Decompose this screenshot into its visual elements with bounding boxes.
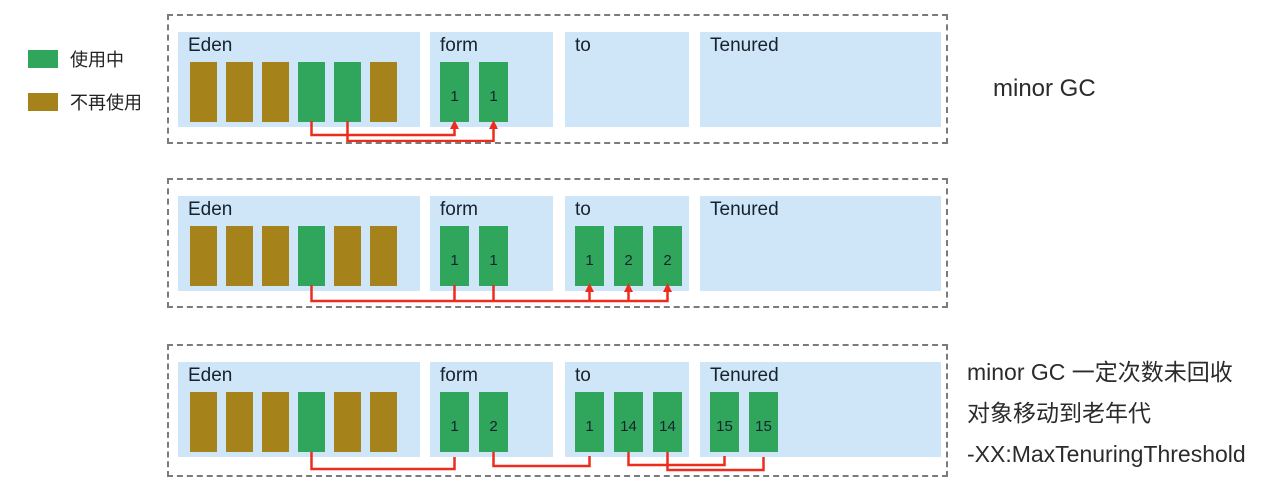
object-blocks (190, 226, 397, 286)
region-title: to (575, 199, 591, 220)
in-use-swatch (28, 50, 58, 68)
object-block-unused (262, 226, 289, 286)
region-title: to (575, 365, 591, 386)
region-eden: Eden (178, 362, 420, 457)
region-title: Eden (188, 199, 233, 220)
note-tenuring-threshold: minor GC 一定次数未回收对象移动到老年代 -XX:MaxTenuringT… (967, 352, 1246, 475)
object-block-used: 1 (479, 62, 508, 122)
region-title: form (440, 199, 478, 220)
object-blocks (190, 62, 397, 122)
region-title: to (575, 35, 591, 56)
object-block-unused (190, 226, 217, 286)
object-block-used: 1 (440, 392, 469, 452)
region-title: form (440, 365, 478, 386)
region-title: Tenured (710, 199, 779, 220)
region-tenured: Tenured (700, 32, 941, 127)
region-to: to (565, 32, 689, 127)
object-block-used: 2 (653, 226, 682, 286)
object-block-used: 2 (614, 226, 643, 286)
object-block-used: 1 (440, 62, 469, 122)
note-minor-gc: minor GC (993, 68, 1096, 109)
legend-label-not-used: 不再使用 (70, 93, 142, 113)
object-block-unused (226, 226, 253, 286)
region-eden: Eden (178, 196, 420, 291)
object-block-unused (334, 226, 361, 286)
legend-label-in-use: 使用中 (70, 50, 124, 70)
legend-item-not-used: 不再使用 (28, 89, 142, 115)
object-block-unused (226, 62, 253, 122)
object-block-used: 1 (479, 226, 508, 286)
region-title: form (440, 35, 478, 56)
object-block-used: 14 (653, 392, 682, 452)
object-block-unused (226, 392, 253, 452)
object-block-used: 15 (710, 392, 739, 452)
region-title: Tenured (710, 365, 779, 386)
object-block-used (298, 226, 325, 286)
region-eden: Eden (178, 32, 420, 127)
note-line: minor GC (993, 75, 1096, 102)
object-block-unused (262, 392, 289, 452)
object-block-unused (334, 392, 361, 452)
object-block-unused (190, 62, 217, 122)
region-title: Eden (188, 365, 233, 386)
object-block-unused (370, 226, 397, 286)
object-block-used (298, 392, 325, 452)
object-block-used: 15 (749, 392, 778, 452)
object-blocks (190, 392, 397, 452)
object-block-used (334, 62, 361, 122)
object-block-used: 2 (479, 392, 508, 452)
not-used-swatch (28, 93, 58, 111)
note-line: 对象移动到老年代 (967, 400, 1151, 426)
object-block-unused (370, 392, 397, 452)
object-block-used: 14 (614, 392, 643, 452)
object-block-unused (190, 392, 217, 452)
object-block-unused (370, 62, 397, 122)
object-block-unused (262, 62, 289, 122)
region-tenured: Tenured (700, 196, 941, 291)
object-block-used: 1 (575, 392, 604, 452)
object-block-used (298, 62, 325, 122)
note-line: minor GC 一定次数未回收 (967, 359, 1233, 385)
object-block-used: 1 (575, 226, 604, 286)
region-title: Eden (188, 35, 233, 56)
legend: 使用中 不再使用 (28, 46, 142, 132)
legend-item-in-use: 使用中 (28, 46, 142, 72)
object-block-used: 1 (440, 226, 469, 286)
region-title: Tenured (710, 35, 779, 56)
note-line: -XX:MaxTenuringThreshold (967, 441, 1246, 467)
